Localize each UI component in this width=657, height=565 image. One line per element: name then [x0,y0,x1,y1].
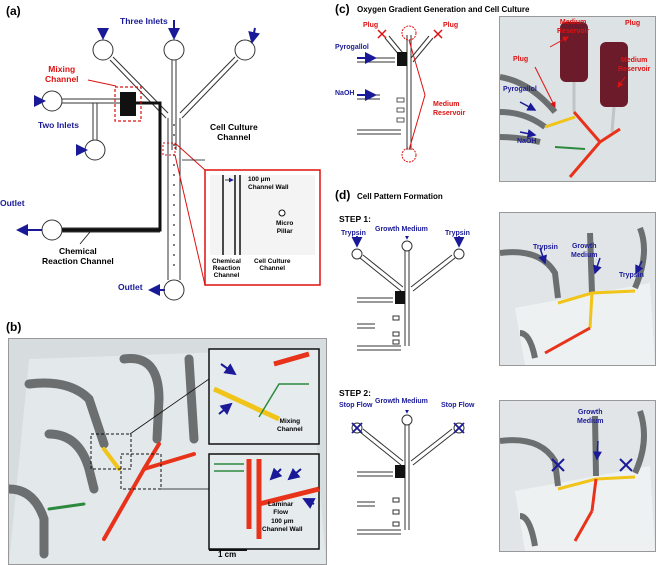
outlet-left-label: Outlet [0,198,25,208]
inset-dimension-label: 100 μm [248,176,271,183]
inset-channel-wall-label: Channel Wall [248,184,289,191]
panel-c-photo [499,16,656,182]
step1-left-label: Trypsin [341,230,366,237]
panel-d-title: Cell Pattern Formation [357,192,443,201]
step1-photo-right-label: Trypsin [619,272,644,279]
c-photo-pyrogallol-label: Pyrogallol [503,86,537,93]
panel-c: (c) Oxygen Gradient Generation and Cell … [335,0,657,183]
inset-chem-channel-label: Chemical Reaction Channel [212,258,241,279]
step2-photo [499,400,656,552]
b-scale-label: 1 cm [218,550,237,559]
step1-photo-center-label: Growth Medium [571,243,598,259]
panel-a-label: (a) [6,4,21,18]
panel-c-schematic [357,25,443,163]
two-inlets-label: Two Inlets [38,120,79,130]
step1-photo [499,212,656,366]
mixing-channel-label: Mixing Channel [45,64,79,84]
c-naoh-label: NaOH [335,90,355,97]
panel-a: (a) [0,0,330,310]
panel-d-label: (d) [335,188,351,202]
step2-left-label: Stop Flow [339,402,373,409]
c-pyrogallol-label: Pyrogallol [335,44,369,51]
b-channel-wall-label: 100 μm Channel Wall [262,518,303,533]
cell-culture-channel-label: Cell Culture Channel [210,122,258,142]
c-photo-naoh-label: NaOH [517,138,537,145]
c-medium-reservoir-label: Medium Reservoir [433,101,466,117]
inset-cell-channel-label: Cell Culture Channel [254,258,291,272]
panel-b: (b) [0,318,330,565]
panel-c-label: (c) [335,2,350,16]
c-photo-plug-left-label: Plug [513,56,529,63]
three-inlets-label: Three Inlets [120,16,168,26]
c-photo-plug-right-label: Plug [625,20,641,27]
step1-schematic [351,236,465,351]
c-photo-reservoir-left-label: Medium Reservoir [557,19,590,35]
step2-right-label: Stop Flow [441,402,475,409]
panel-b-label: (b) [6,320,22,334]
step2-label: STEP 2: [339,388,371,398]
inset-micro-pillar-label: Micro Pillar [276,220,294,235]
panel-a-device-drawing [16,20,321,301]
step1-right-label: Trypsin [445,230,470,237]
step1-label: STEP 1: [339,214,371,224]
c-plug-left-label: Plug [363,22,379,29]
c-plug-right-label: Plug [443,22,459,29]
panel-b-photo [8,338,327,565]
step1-photo-left-label: Trypsin [533,244,558,251]
step1-center-label: Growth Medium [375,226,428,233]
c-photo-reservoir-right-label: Medium Reservoir [618,57,651,73]
b-mixing-channel-label: Mixing Channel [277,418,303,433]
b-laminar-flow-label: Laminar Flow [268,501,294,516]
chemical-reaction-channel-label: Chemical Reaction Channel [42,246,114,266]
outlet-bottom-label: Outlet [118,282,143,292]
step2-center-label: Growth Medium [375,398,428,405]
panel-d: (d) Cell Pattern Formation STEP 1: Tryps… [335,188,657,565]
step2-schematic [351,410,465,535]
step2-photo-center-label: Growth Medium [577,409,604,425]
panel-c-title: Oxygen Gradient Generation and Cell Cult… [357,5,530,14]
